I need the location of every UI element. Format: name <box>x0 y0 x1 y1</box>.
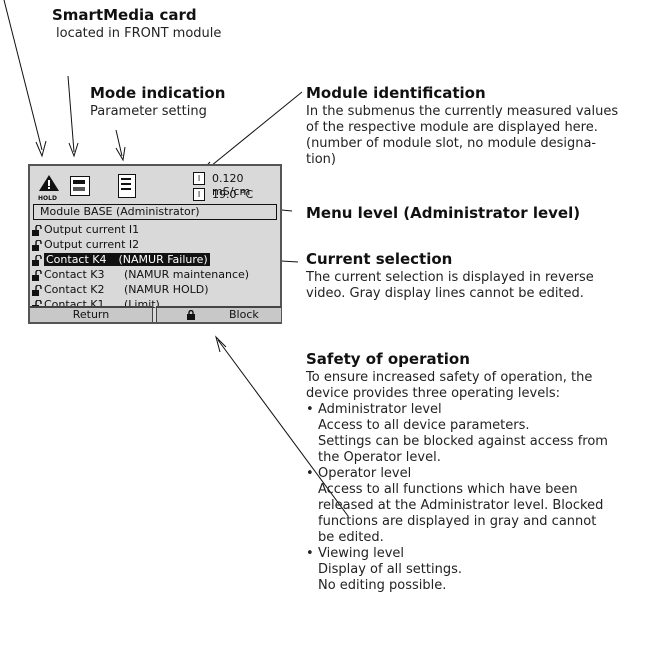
module-title: Module identification <box>306 84 486 102</box>
mode-title: Mode indication <box>90 84 226 102</box>
return-softkey[interactable]: Return <box>30 306 153 322</box>
current-selection-text: The current selection is displayed in re… <box>306 270 594 301</box>
menu-level-title: Menu level (Administrator level) <box>306 204 581 222</box>
menu-row-contact-k2[interactable]: Contact K2(NAMUR HOLD) <box>32 283 209 297</box>
smartmedia-card-icon <box>70 176 90 196</box>
safety-title: Safety of operation <box>306 350 470 368</box>
module-slot-icon-1: I <box>193 172 205 185</box>
unlock-icon <box>32 269 42 281</box>
unlock-icon <box>32 239 42 251</box>
lock-icon <box>187 310 195 320</box>
unlock-icon <box>32 284 42 296</box>
module-text: In the submenus the currently measured v… <box>306 104 619 167</box>
current-selection-title: Current selection <box>306 250 453 268</box>
device-display: HOLD I I 0.120 mS/cm 19.0 °C Module BASE… <box>28 164 282 324</box>
safety-text: To ensure increased safety of operation,… <box>306 370 608 593</box>
menu-row-output-current-i2[interactable]: Output current I2 <box>32 238 139 252</box>
module-slot-icon-2: I <box>193 188 205 201</box>
unlock-icon <box>32 254 42 266</box>
reading-conductivity: 0.120 mS/cm <box>212 172 251 198</box>
smartmedia-title: SmartMedia card <box>52 6 197 24</box>
mode-text: Parameter setting <box>90 104 207 119</box>
block-softkey[interactable]: Block <box>156 306 281 322</box>
parameter-setting-icon <box>118 174 136 198</box>
unlock-icon <box>32 224 42 236</box>
menu-row-contact-k3[interactable]: Contact K3(NAMUR maintenance) <box>32 268 249 282</box>
menu-row-contact-k4[interactable]: Contact K4(NAMUR Failure) <box>32 253 210 267</box>
reading-temperature: 19.0 °C <box>212 188 254 201</box>
smartmedia-text: located in FRONT module <box>56 26 222 41</box>
menu-row-output-current-i1[interactable]: Output current I1 <box>32 223 139 237</box>
menu-header: Module BASE (Administrator) <box>33 204 277 220</box>
hold-warning-icon: HOLD <box>38 174 60 202</box>
